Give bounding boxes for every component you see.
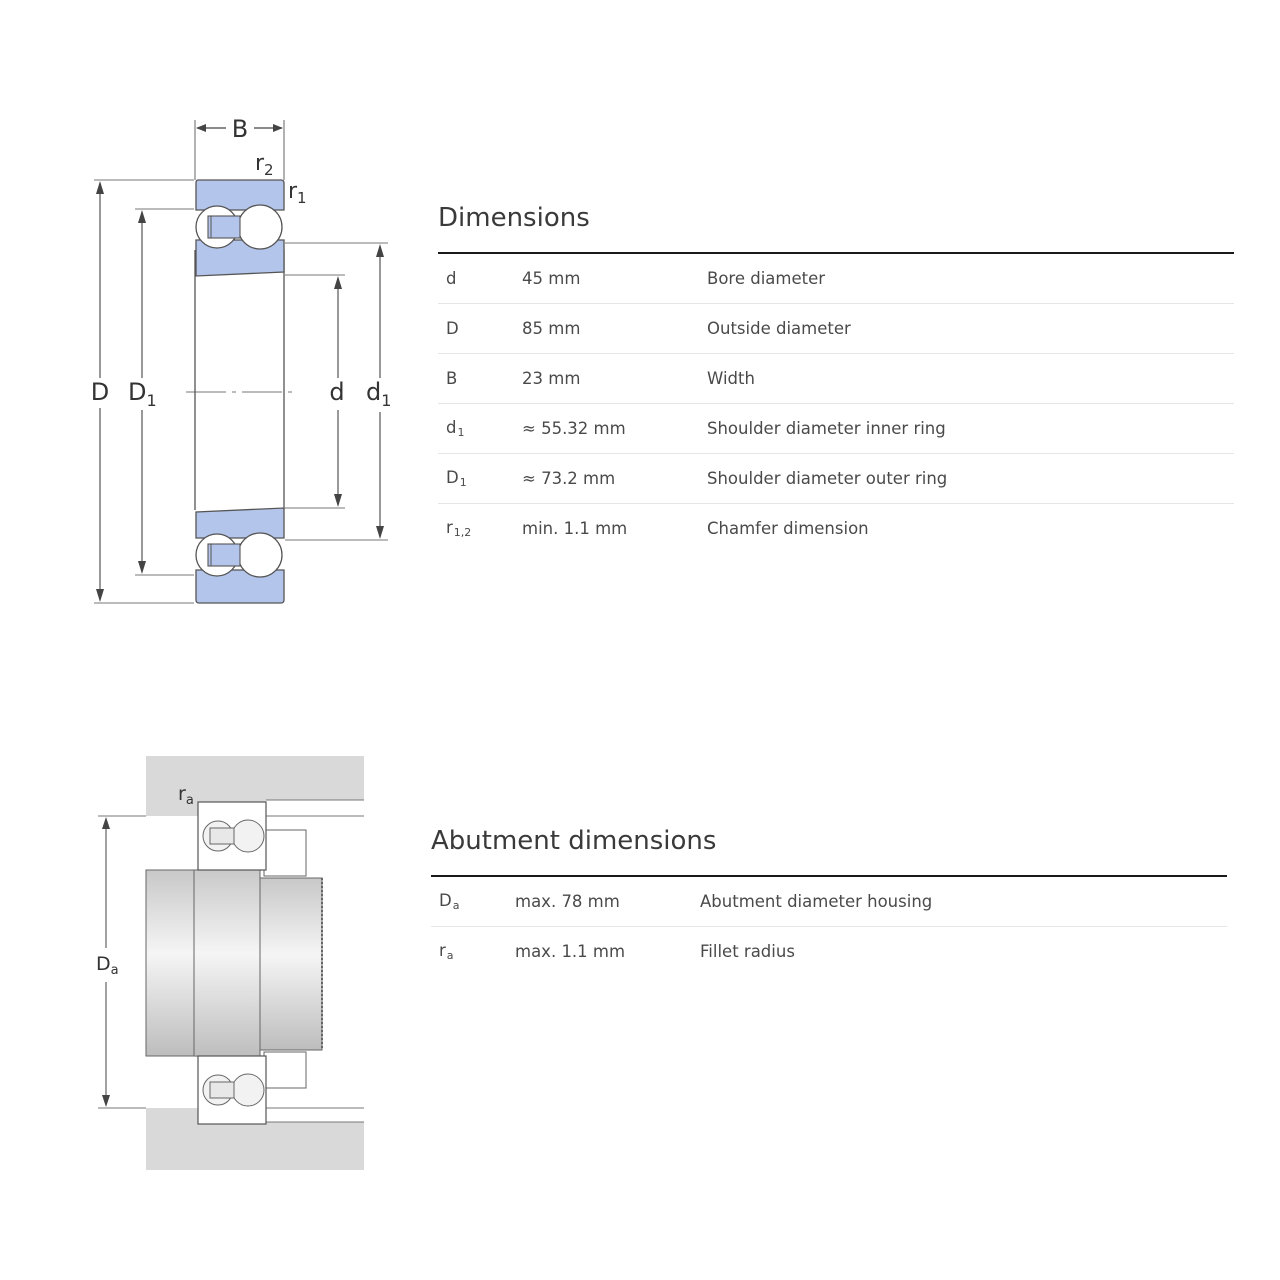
dimension-value: 45 mm — [522, 254, 707, 304]
abutment-title: Abutment dimensions — [431, 823, 1227, 877]
dimension-description: Shoulder diameter inner ring — [707, 403, 1234, 454]
label-r2: r2 — [255, 151, 274, 179]
dimension-value: 23 mm — [522, 353, 707, 404]
abutment-drawing: Da ra — [96, 756, 364, 1170]
dimension-value: ≈ 55.32 mm — [522, 403, 707, 454]
abutment-bearing-top — [197, 801, 267, 871]
dimension-symbol: d — [438, 254, 522, 304]
dimension-description: Shoulder diameter outer ring — [707, 453, 1234, 504]
dimension-symbol: D1 — [438, 453, 522, 504]
dimension-symbol: D — [438, 303, 522, 354]
table-row: r1,2 min. 1.1 mm Chamfer dimension — [438, 504, 1234, 554]
bearing-top-section — [195, 179, 285, 277]
dimension-symbol: B — [438, 353, 522, 404]
label-B: B — [232, 115, 248, 143]
label-D: D — [91, 378, 109, 406]
dimension-description: Bore diameter — [707, 254, 1234, 304]
label-d1: d1 — [366, 378, 391, 410]
dimensions-title: Dimensions — [438, 200, 1234, 254]
dimension-description: Width — [707, 353, 1234, 404]
dimension-symbol: ra — [439, 941, 454, 962]
dimension-value: max. 1.1 mm — [515, 942, 626, 961]
abutment-bearing-bottom — [197, 1055, 267, 1125]
dimension-symbol: Da — [431, 877, 515, 927]
bearing-cross-section-drawing: B r2 r1 D D1 d d1 — [91, 115, 391, 604]
dimension-description: Chamfer dimension — [707, 519, 869, 538]
label-Da: Da — [96, 953, 119, 978]
label-d: d — [329, 378, 344, 406]
label-r1: r1 — [288, 179, 307, 207]
dimension-value: max. 78 mm — [515, 877, 700, 927]
dimension-value: 85 mm — [522, 303, 707, 354]
table-row: ra max. 1.1 mm Fillet radius — [431, 927, 1227, 977]
dimension-value: ≈ 73.2 mm — [522, 453, 707, 504]
dimension-description: Outside diameter — [707, 303, 1234, 354]
dimension-symbol: r1,2 — [446, 518, 472, 539]
dimension-description: Fillet radius — [700, 942, 795, 961]
dimension-symbol: d1 — [438, 403, 522, 454]
label-D1: D1 — [128, 378, 157, 410]
dimension-description: Abutment diameter housing — [700, 877, 1227, 927]
label-ra: ra — [178, 783, 194, 808]
bearing-bottom-section — [195, 507, 285, 604]
dimension-value: min. 1.1 mm — [522, 519, 628, 538]
